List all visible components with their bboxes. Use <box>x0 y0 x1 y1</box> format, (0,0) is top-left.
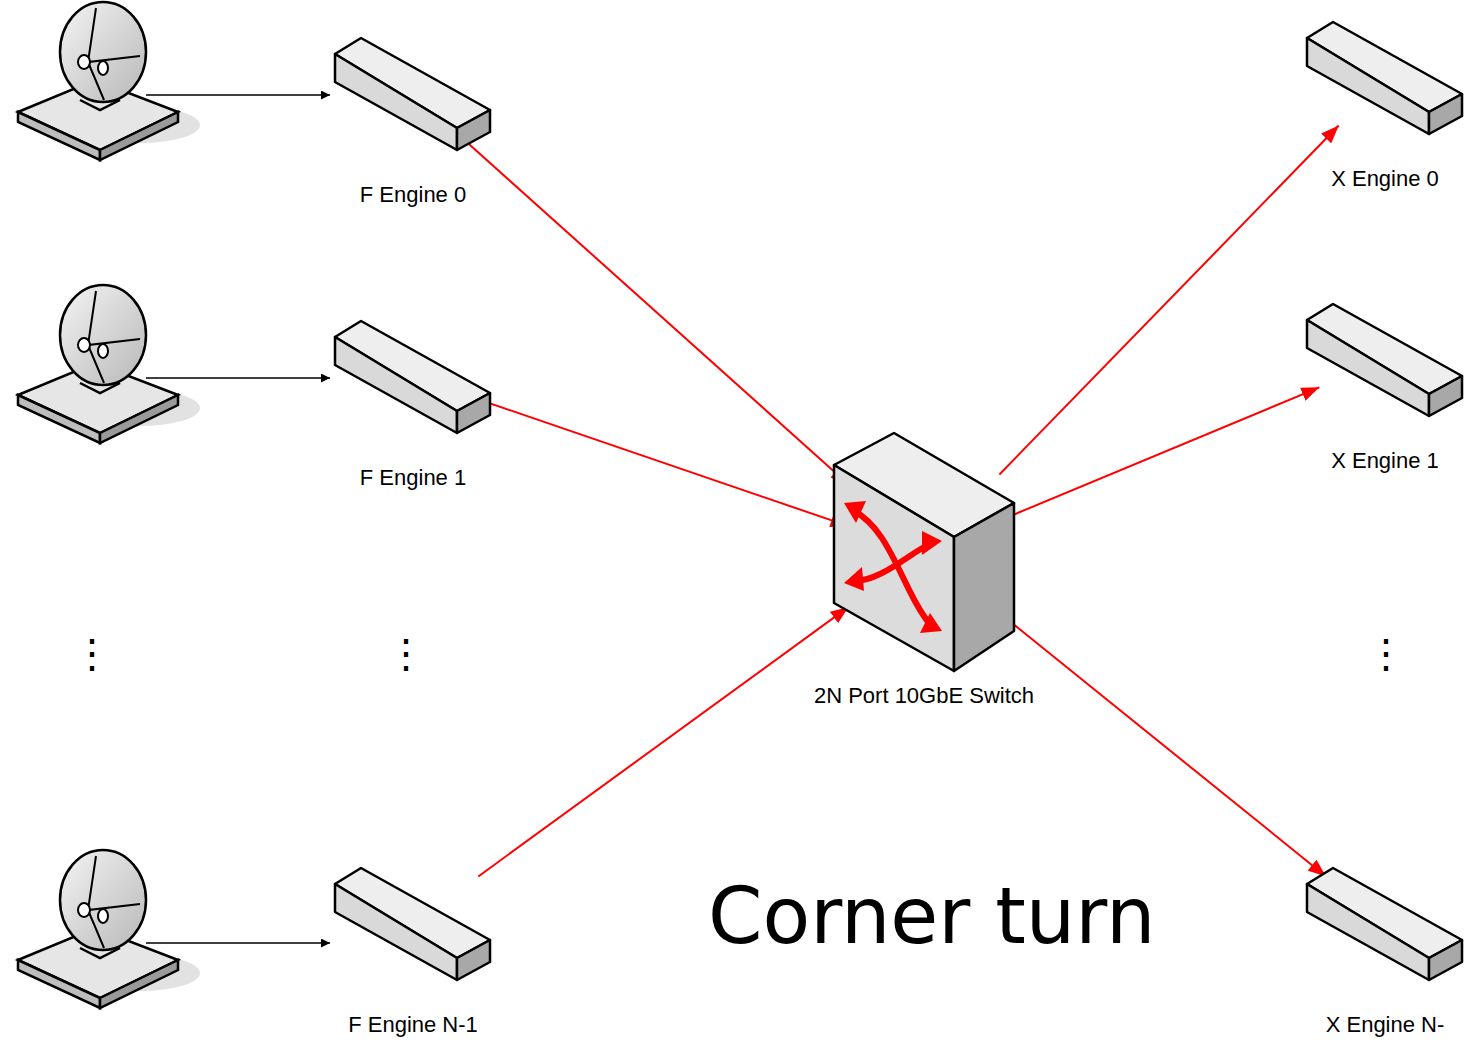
engine-node: X Engine 1 <box>1305 302 1465 474</box>
engine-node: X Engine N- <box>1305 866 1465 1038</box>
diagram-caption-label: Corner turn <box>708 872 1155 962</box>
engine-box <box>1305 302 1465 418</box>
ellipsis-mark: ⋮ <box>386 630 426 676</box>
ellipsis-mark: ⋮ <box>72 630 112 676</box>
engine-box <box>333 866 493 982</box>
switch-box <box>832 431 1016 673</box>
engine-node: F Engine 1 <box>333 319 493 491</box>
node-label: X Engine 0 <box>1331 166 1440 192</box>
node-label: F Engine 0 <box>360 182 467 208</box>
switch-node: 2N Port 10GbE Switch <box>814 431 1034 709</box>
node-label: F Engine 1 <box>360 465 467 491</box>
red-connector <box>479 399 849 526</box>
ellipsis-mark: ⋮ <box>1366 630 1406 676</box>
engine-box <box>1305 20 1465 136</box>
engine-box <box>333 319 493 435</box>
red-connector <box>478 607 848 877</box>
engine-node: F Engine N-1 <box>333 866 493 1038</box>
engine-node: X Engine 0 <box>1305 20 1465 192</box>
node-label: X Engine 1 <box>1331 448 1440 474</box>
red-connector <box>999 613 1326 877</box>
red-connector <box>999 387 1319 520</box>
engine-node: F Engine 0 <box>333 36 493 208</box>
red-connector <box>999 126 1338 475</box>
red-connector <box>466 142 848 485</box>
node-label: X Engine N- <box>1326 1012 1446 1038</box>
node-label: F Engine N-1 <box>348 1012 479 1038</box>
engine-box <box>1305 866 1465 982</box>
engine-box <box>333 36 493 152</box>
node-label: 2N Port 10GbE Switch <box>814 683 1035 709</box>
